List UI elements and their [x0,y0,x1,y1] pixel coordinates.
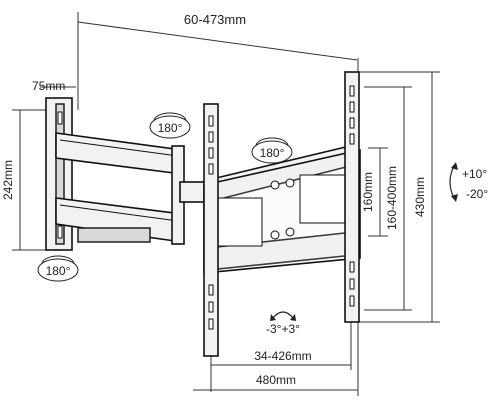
wall-swivel-label: 180° [46,264,71,278]
level-adjust-label: -3°+3° [266,322,300,336]
arm-swivel-label: 180° [158,121,183,135]
vesa-horizontal-range-label: 34-426mm [254,349,311,363]
wall-plate-height-label: 242mm [1,160,15,200]
depth-range-label: 60-473mm [184,12,246,27]
wall-plate [45,97,73,251]
wall-plate-width-label: 75mm [32,79,65,93]
tilt-arrow-icon [449,165,455,199]
wall-swivel-badge: 180° [37,255,79,282]
head-swivel-badge: 180° [251,137,293,164]
vesa-vertical-min-label: 160mm [361,172,375,212]
dimension-lines [12,12,440,396]
tilt-up-label: +10° [462,167,487,181]
vesa-vertical-range-label: 160-400mm [385,166,399,230]
overall-width-label: 480mm [256,373,296,387]
arm-swivel-badge: 180° [149,112,191,139]
head-swivel-label: 180° [260,146,285,160]
tilt-indicator: +10° -20° [449,162,488,202]
overall-height-label: 430mm [413,177,427,217]
tv-bracket [203,143,361,274]
tilt-down-label: -20° [466,187,488,201]
vertical-rail-left [203,103,219,357]
level-arrow-icon [272,311,294,319]
vertical-rail-right [344,71,360,323]
level-adjust-indicator: -3°+3° [266,311,300,336]
articulating-arms [55,132,209,245]
